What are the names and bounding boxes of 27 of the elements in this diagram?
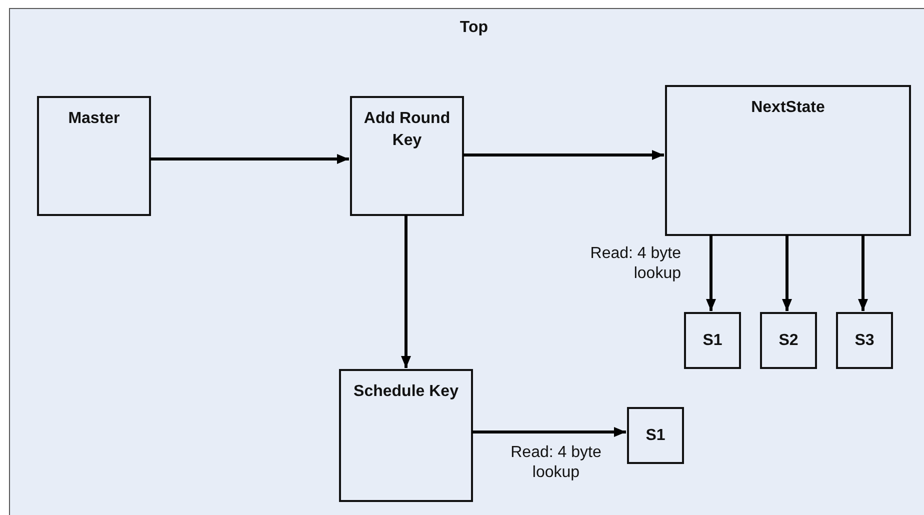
edge-label: Read: 4 byte lookup <box>510 443 602 483</box>
arrow <box>782 235 792 311</box>
box-label: S2 <box>778 330 800 350</box>
arrow <box>858 235 868 311</box>
process-box <box>760 312 817 369</box>
arrow <box>706 235 716 311</box>
process-box <box>684 312 741 369</box>
edge-label: Read: 4 byte lookup <box>589 244 681 284</box>
process-box <box>350 96 464 216</box>
box-label: NextState <box>750 98 826 118</box>
process-box <box>665 85 911 236</box>
container-box <box>9 8 924 515</box>
box-label: Top <box>458 18 490 38</box>
arrow <box>150 154 349 164</box>
box-label: S1 <box>702 330 724 350</box>
process-box <box>339 369 473 502</box>
box-label: S3 <box>854 330 876 350</box>
process-box <box>836 312 893 369</box>
arrow <box>472 427 626 437</box>
box-label: S1 <box>644 426 666 446</box>
arrow <box>463 150 664 160</box>
box-label: Schedule Key <box>352 382 460 402</box>
box-label: Add Round Key <box>362 109 452 151</box>
box-label: Master <box>67 109 121 129</box>
process-box <box>37 96 151 216</box>
process-box <box>627 407 684 464</box>
arrow <box>401 215 411 368</box>
